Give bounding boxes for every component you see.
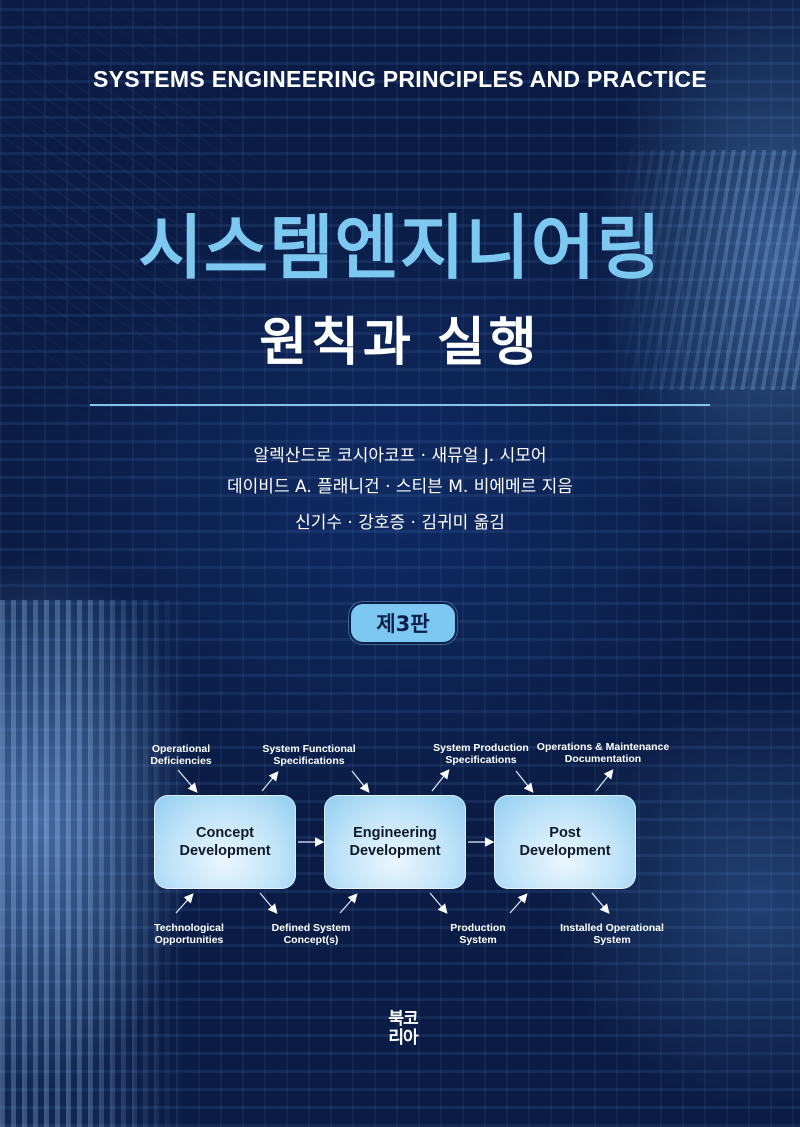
edition-badge: 제3판 [349, 602, 457, 644]
translators-line: 신기수 · 강호증 · 김귀미 옮김 [295, 513, 505, 533]
authors-line-1: 알렉산드로 코시아코프 · 새뮤얼 J. 시모어 [253, 446, 547, 466]
authors-line-2: 데이비드 A. 플래니건 · 스티븐 M. 비에메르 지음 [227, 477, 573, 497]
publisher-logo: 북코 리아 [380, 1010, 426, 1048]
label-operations-maintenance-documentation: Operations & Maintenance Documentation [536, 741, 670, 765]
korean-subtitle: 원칙과 실행 [259, 313, 541, 373]
label-technological-opportunities: Technological Opportunities [154, 922, 224, 946]
label-system-production-specifications: System Production Specifications [433, 742, 529, 766]
edition-label: 제3판 [376, 612, 430, 636]
label-system-functional-specifications: System Functional Specifications [262, 743, 356, 767]
engineering-development-box: Engineering Development [324, 795, 466, 889]
label-defined-system-concepts: Defined System Concept(s) [271, 922, 351, 946]
label-production-system: Production System [450, 922, 506, 946]
label-installed-operational-system: Installed Operational System [560, 922, 664, 946]
post-development-box: Post Development [494, 795, 636, 889]
publisher-logo-line-1: 북코 [388, 1009, 418, 1029]
publisher-logo-line-2: 리아 [388, 1028, 418, 1048]
title-divider [90, 404, 710, 406]
korean-title: 시스템엔지니어링 [138, 207, 662, 289]
concept-development-box: Concept Development [154, 795, 296, 889]
label-operational-deficiencies: Operational Deficiencies [150, 743, 212, 767]
english-title: SYSTEMS ENGINEERING PRINCIPLES AND PRACT… [93, 66, 707, 92]
